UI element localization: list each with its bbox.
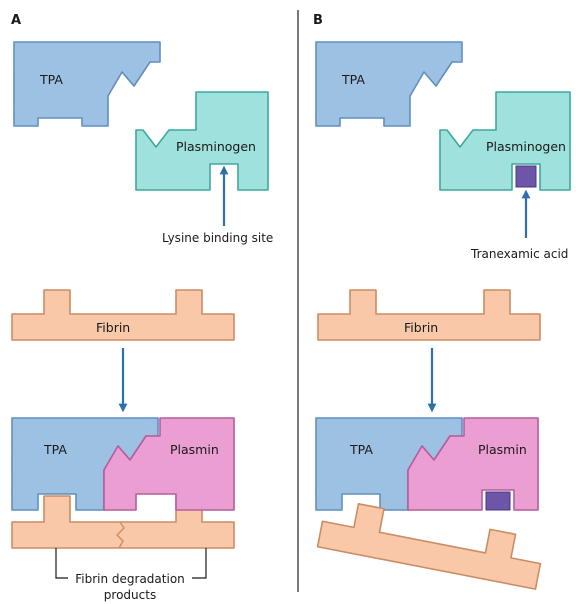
plasmin-shape — [407, 417, 539, 511]
lysine-binding-site-label: Lysine binding site — [162, 231, 273, 245]
tpa-label: TPA — [39, 72, 63, 87]
tpa-shape — [315, 41, 463, 127]
panel-b-plasminogen: Plasminogen — [439, 91, 571, 191]
fibrin-label: Fibrin — [404, 320, 438, 335]
degradation-bracket — [55, 548, 207, 579]
panel-b-letter: B — [313, 13, 323, 28]
panel-b-plasmin: Plasmin — [407, 417, 539, 511]
panel-b-fibrin: Fibrin — [317, 289, 541, 341]
panel-a-plasminogen: Plasminogen — [135, 91, 269, 191]
plasminogen-label: Plasminogen — [176, 139, 256, 154]
panel-a-fibrin: Fibrin — [11, 289, 235, 341]
plasminogen-shape — [439, 91, 571, 191]
panel-a-plasmin: Plasmin — [103, 417, 235, 511]
panel-a: A TPA Plasminogen Lysine binding site Fi… — [11, 13, 273, 602]
panel-b-tpa: TPA — [315, 41, 463, 127]
tpa-label: TPA — [341, 72, 365, 87]
panel-b: B TPA Plasminogen Tranexamic acid Fibrin… — [313, 13, 571, 590]
plasminogen-label: Plasminogen — [486, 139, 566, 154]
fibrin-label: Fibrin — [96, 320, 130, 335]
fibrin-released-shape — [316, 502, 542, 590]
plasmin-label: Plasmin — [478, 442, 527, 457]
fibrin-shape — [11, 289, 235, 341]
plasminogen-shape — [135, 91, 269, 191]
plasmin-shape — [103, 417, 235, 511]
panel-b-fibrin-released — [316, 502, 542, 590]
fibrin-degradation-label-1: Fibrin degradation — [75, 572, 185, 586]
fibrin-shape — [317, 289, 541, 341]
tranexamic-acid-block — [515, 165, 537, 188]
plasmin-label: Plasmin — [170, 442, 219, 457]
tranexamic-acid-label: Tranexamic acid — [470, 247, 568, 261]
tpa-bound-label: TPA — [43, 442, 67, 457]
fibrin-degradation-label-2: products — [104, 588, 156, 602]
tpa-bound-label: TPA — [349, 442, 373, 457]
fibrin-break-mark — [116, 521, 125, 549]
tpa-shape — [13, 41, 161, 127]
tranexamic-acid-block-bound — [485, 491, 511, 511]
panel-a-letter: A — [11, 13, 21, 28]
panel-a-tpa: TPA — [13, 41, 161, 127]
